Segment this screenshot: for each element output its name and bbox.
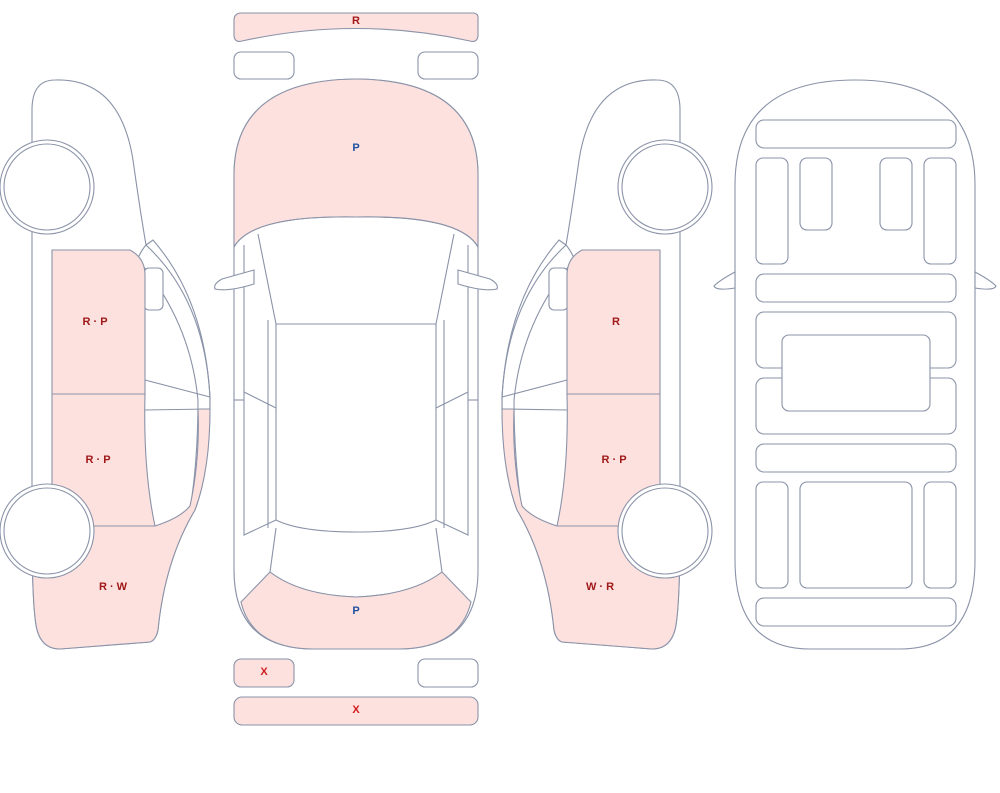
left-front-door[interactable] [51, 249, 146, 395]
right-side-view: R R · P W · R [501, 79, 713, 650]
rear-right-corner[interactable] [417, 51, 479, 80]
windshield [233, 216, 479, 248]
left-rear-wheel[interactable] [0, 483, 95, 579]
hood-label: P [352, 142, 359, 154]
left-mirror-side[interactable] [143, 267, 164, 311]
dashboard[interactable] [755, 119, 957, 149]
driver-seat[interactable] [799, 157, 833, 231]
trunk-label: P [352, 605, 359, 617]
left-front-door-panel[interactable] [755, 157, 789, 265]
trunk-sill[interactable] [755, 597, 957, 627]
rear-bumper-top[interactable] [233, 12, 479, 42]
front-right-corner[interactable] [417, 658, 479, 688]
left-rear-trunk-panel[interactable] [755, 481, 789, 589]
right-rear-door-label: R · P [601, 454, 626, 466]
front-left-corner[interactable] [233, 658, 295, 688]
center-console[interactable] [755, 273, 957, 303]
interior-right-mirror [974, 271, 997, 290]
trunk-floor[interactable] [799, 481, 913, 589]
left-mirror[interactable] [214, 269, 255, 291]
right-rear-quarter[interactable] [501, 408, 681, 650]
left-rear-quarter[interactable] [31, 408, 211, 650]
passenger-seat[interactable] [879, 157, 913, 231]
rear-shelf[interactable] [755, 443, 957, 473]
trunk[interactable] [240, 571, 472, 650]
right-rear-wheel[interactable] [617, 483, 713, 579]
rear-bumper-top-label: R [352, 15, 360, 27]
front-bumper-label: X [352, 704, 360, 716]
interior-left-mirror [713, 271, 736, 290]
right-front-wheel[interactable] [617, 139, 713, 235]
right-front-door-label: R [612, 316, 620, 328]
left-rear-door-label: R · P [85, 454, 110, 466]
right-front-door-panel[interactable] [923, 157, 957, 265]
right-rear-trunk-panel[interactable] [923, 481, 957, 589]
right-rear-quarter-label: W · R [586, 581, 614, 593]
rear-left-corner[interactable] [233, 51, 295, 80]
left-front-wheel[interactable] [0, 139, 95, 235]
left-rear-quarter-label: R · W [99, 581, 128, 593]
right-mirror[interactable] [457, 269, 498, 291]
right-mirror-side[interactable] [548, 267, 569, 311]
right-front-door[interactable] [566, 249, 661, 395]
front-bumper[interactable] [233, 696, 479, 726]
left-side-view: R · P R · P R · W [0, 79, 211, 650]
interior-view [713, 79, 997, 650]
front-left-corner-label: X [260, 666, 268, 678]
left-front-door-label: R · P [82, 316, 107, 328]
floor-mat[interactable] [781, 334, 931, 412]
top-view: R P P X X [214, 12, 498, 726]
